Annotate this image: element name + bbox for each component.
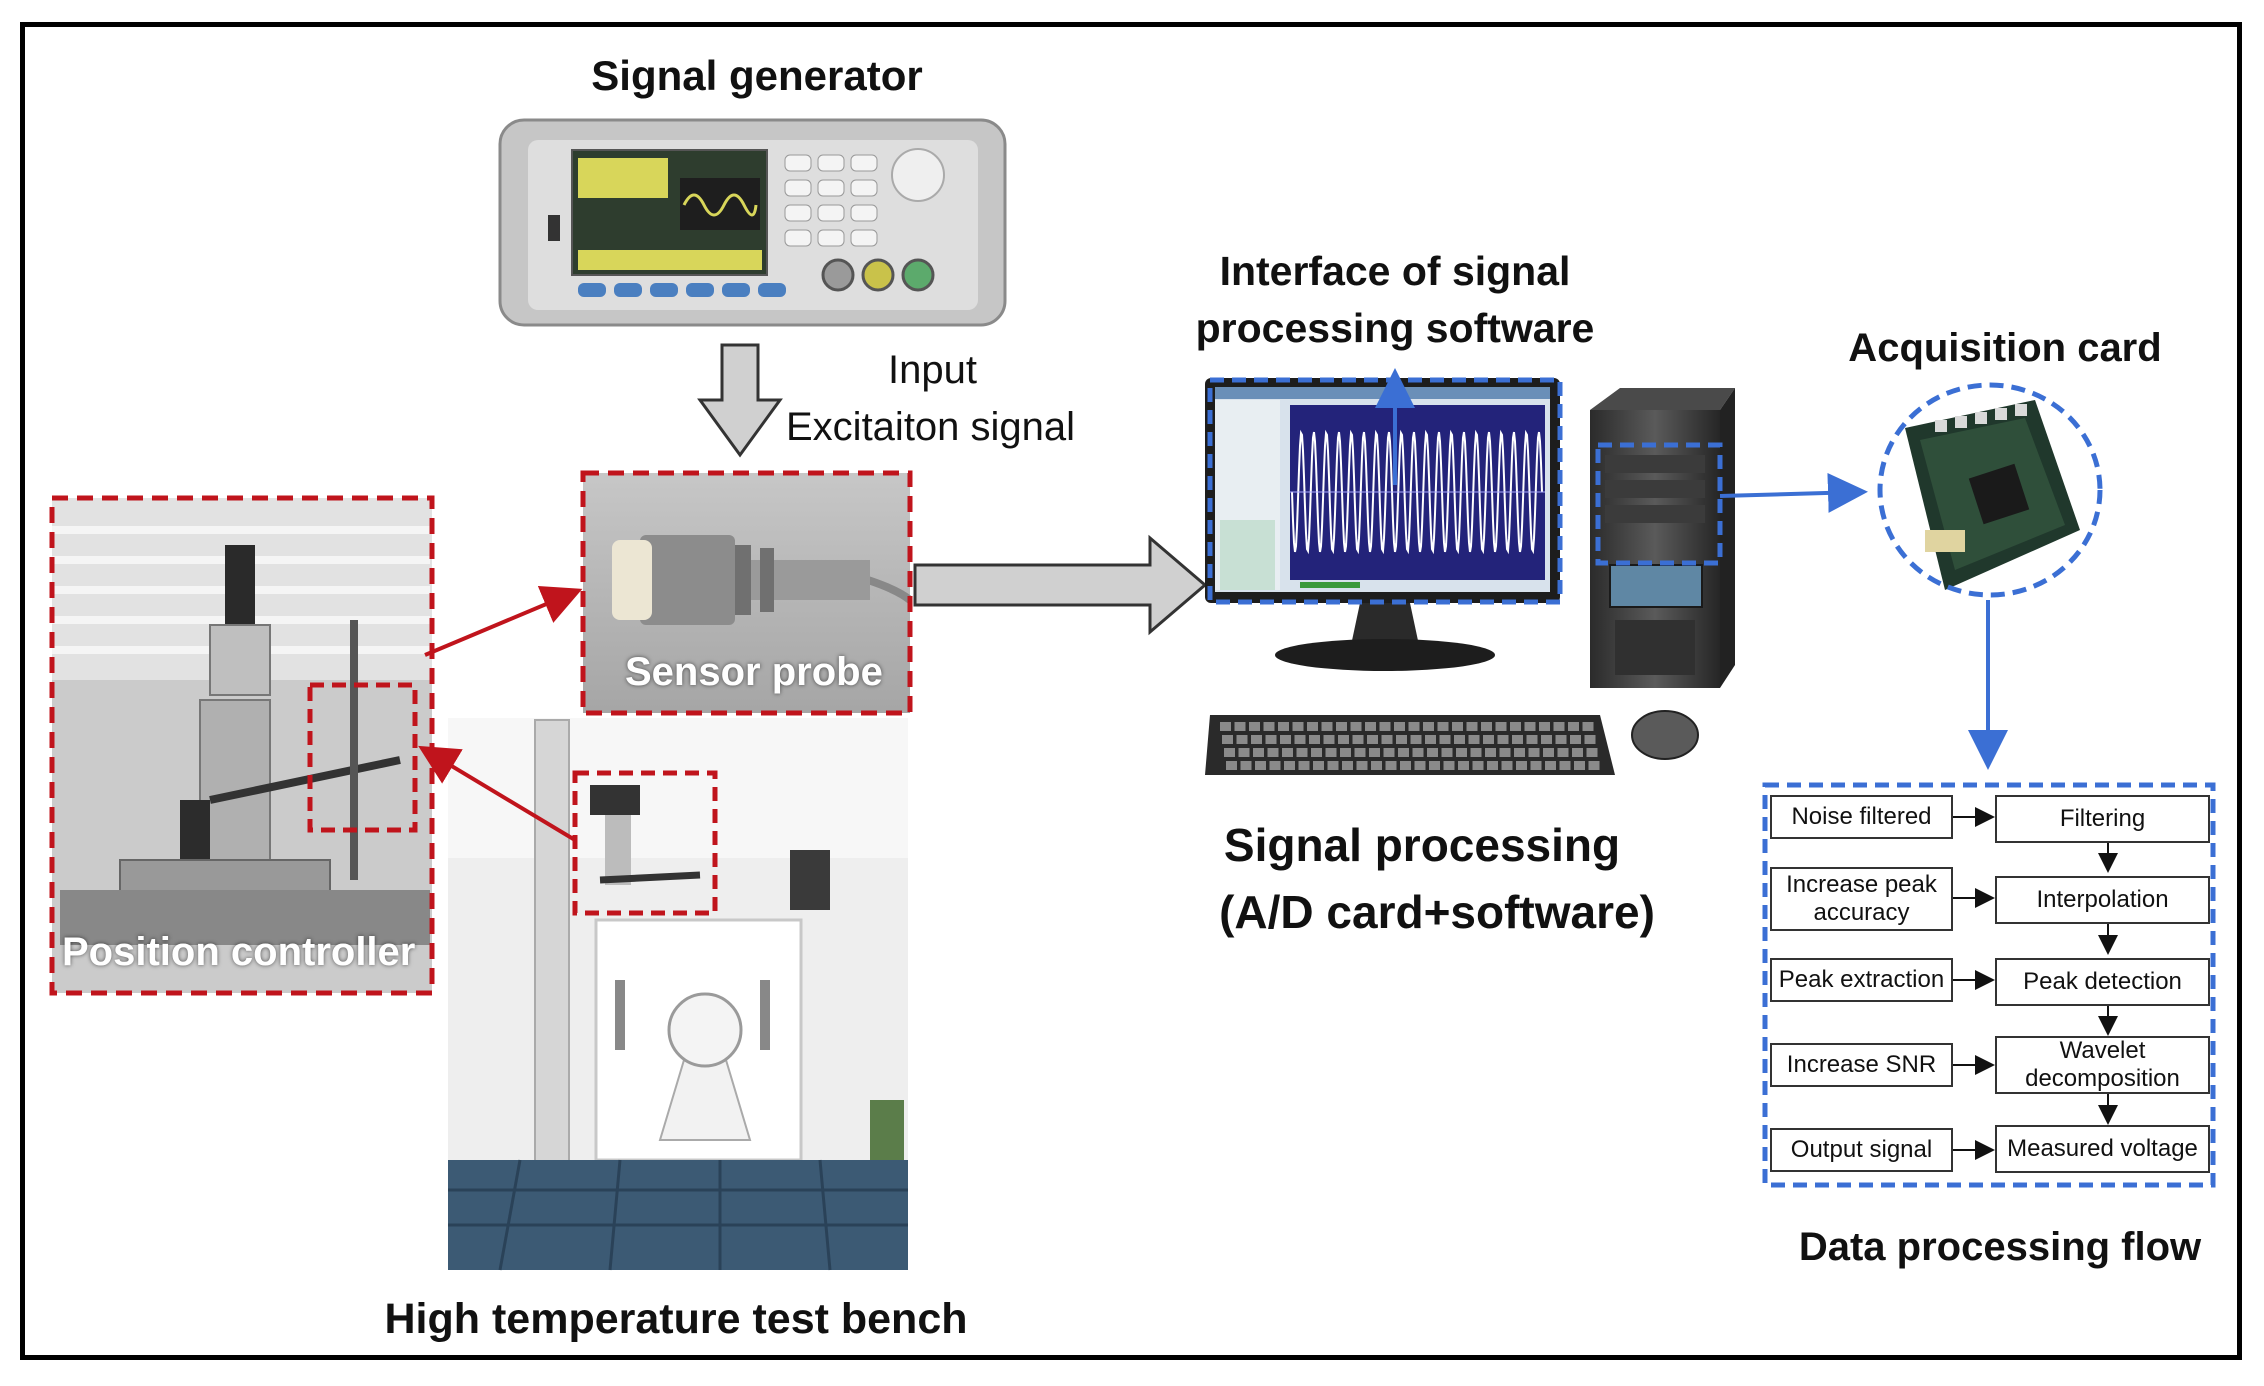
flow-left-1: Noise filtered [1770, 795, 1953, 839]
signal-generator-image [498, 118, 1007, 327]
high-temp-bench-label: High temperature test bench [384, 1295, 968, 1343]
test-bench-photo [448, 718, 908, 1271]
tower-card-frame [1595, 442, 1723, 566]
flow-right-3: Peak detection [1995, 958, 2210, 1006]
flow-right-1: Filtering [1995, 795, 2210, 843]
acquisition-card-label: Acquisition card [1848, 326, 2162, 370]
position-controller-highlight [307, 682, 418, 833]
acquisition-card-image [1905, 400, 2080, 590]
interface-label-line2: processing software [1195, 305, 1595, 351]
input-label: Input [888, 348, 977, 392]
probe-to-pc-arrow [913, 534, 1208, 636]
sensor-probe-photo [583, 473, 913, 713]
excitation-signal-label: Excitaiton signal [786, 405, 1076, 449]
flow-arrows [1953, 807, 2118, 1160]
position-controller-photo [52, 498, 432, 993]
tower-to-card-arrow [1719, 472, 1868, 513]
interface-label-line1: Interface of signal [1219, 248, 1571, 294]
input-down-arrow [697, 343, 783, 458]
flow-left-3: Peak extraction [1770, 958, 1953, 1002]
red-arrow-to-probe [424, 585, 583, 657]
signal-generator-label: Signal generator [591, 52, 923, 99]
computer-image [1205, 378, 1735, 775]
outer-frame [20, 22, 2242, 1360]
sensor-probe-label: Sensor probe [625, 650, 883, 694]
data-flow-title: Data processing flow [1798, 1225, 2202, 1269]
test-bench-highlight [572, 770, 718, 916]
position-controller-label: Position controller [62, 930, 416, 974]
position-controller-frame [49, 495, 435, 996]
sensor-probe-frame [580, 470, 913, 716]
flow-left-5: Output signal [1770, 1128, 1953, 1172]
red-arrow-to-controller [418, 745, 577, 842]
flow-right-2: Interpolation [1995, 876, 2210, 924]
flow-frame [1762, 782, 2216, 1188]
flow-right-5: Measured voltage [1995, 1125, 2210, 1173]
signal-processing-label-line2: (A/D card+software) [1219, 886, 1655, 938]
flow-right-4: Wavelet decomposition [1995, 1036, 2210, 1094]
signal-processing-label-line1: Signal processing [1223, 819, 1621, 871]
flow-left-2: Increase peak accuracy [1770, 867, 1953, 931]
acquisition-card-circle [1877, 382, 2103, 598]
flow-left-4: Increase SNR [1770, 1043, 1953, 1087]
